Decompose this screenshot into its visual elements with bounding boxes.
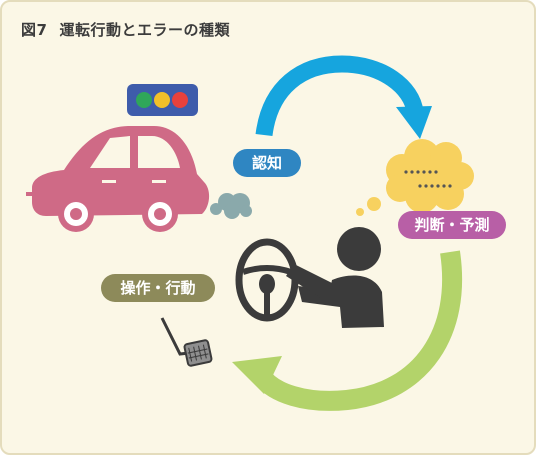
figure-title-text: 運転行動とエラーの種類 <box>59 21 230 39</box>
steering-wheel-icon <box>235 238 299 322</box>
recognition-label: 認知 <box>233 149 301 177</box>
exhaust-cloud-icon <box>210 193 252 219</box>
green-cycle-arrow <box>232 250 463 411</box>
operation-label: 操作・行動 <box>101 274 215 302</box>
judgment-label: 判断・予測 <box>398 211 506 239</box>
thought-bubble-icon <box>356 139 474 216</box>
figure-number: 図7 <box>21 21 48 39</box>
blue-cycle-arrow <box>255 55 432 139</box>
traffic-light-icon <box>127 84 198 116</box>
pedal-icon <box>160 317 213 367</box>
car-icon <box>26 126 210 232</box>
driver-icon <box>286 227 384 328</box>
figure-title: 図7 運転行動とエラーの種類 <box>21 19 230 40</box>
